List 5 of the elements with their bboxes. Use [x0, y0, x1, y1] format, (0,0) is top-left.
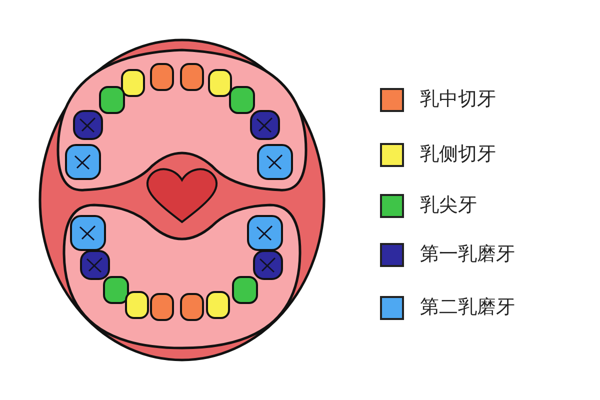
legend-label: 乳尖牙 [420, 193, 477, 217]
legend-label: 第二乳磨牙 [420, 295, 515, 319]
legend-label: 乳侧切牙 [420, 142, 496, 166]
legend-label: 第一乳磨牙 [420, 242, 515, 266]
legend-label: 乳中切牙 [420, 87, 496, 111]
